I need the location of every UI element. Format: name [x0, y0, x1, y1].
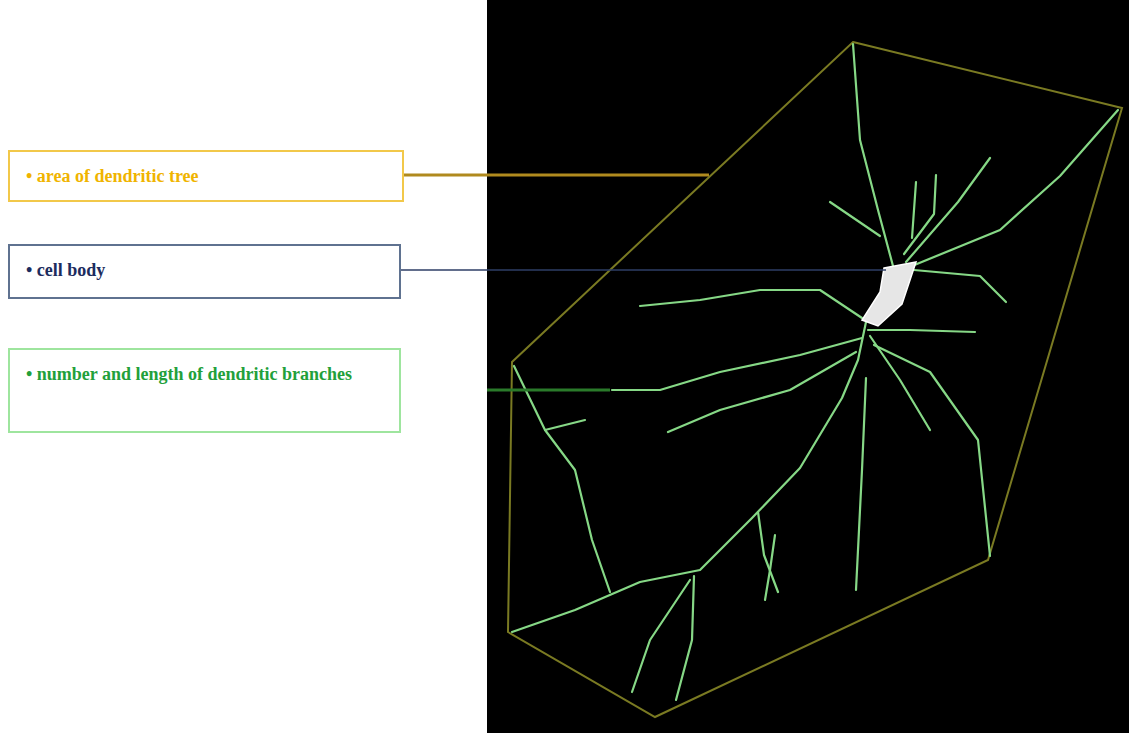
label-text: • number and length of dendritic branche…: [26, 362, 387, 386]
leader-line: [401, 269, 886, 271]
cell-body-shape: [862, 262, 916, 326]
label-text: • cell body: [26, 258, 387, 282]
black-panel: [487, 0, 1129, 733]
leader-line: [487, 389, 610, 392]
label-text: • area of dendritic tree: [26, 164, 390, 188]
label-box: • area of dendritic tree: [8, 150, 404, 202]
label-box: • number and length of dendritic branche…: [8, 348, 401, 433]
dendrites: [512, 44, 1118, 700]
leader-line: [404, 174, 709, 177]
label-box: • cell body: [8, 244, 401, 299]
dendritic-hull: [508, 42, 1122, 717]
